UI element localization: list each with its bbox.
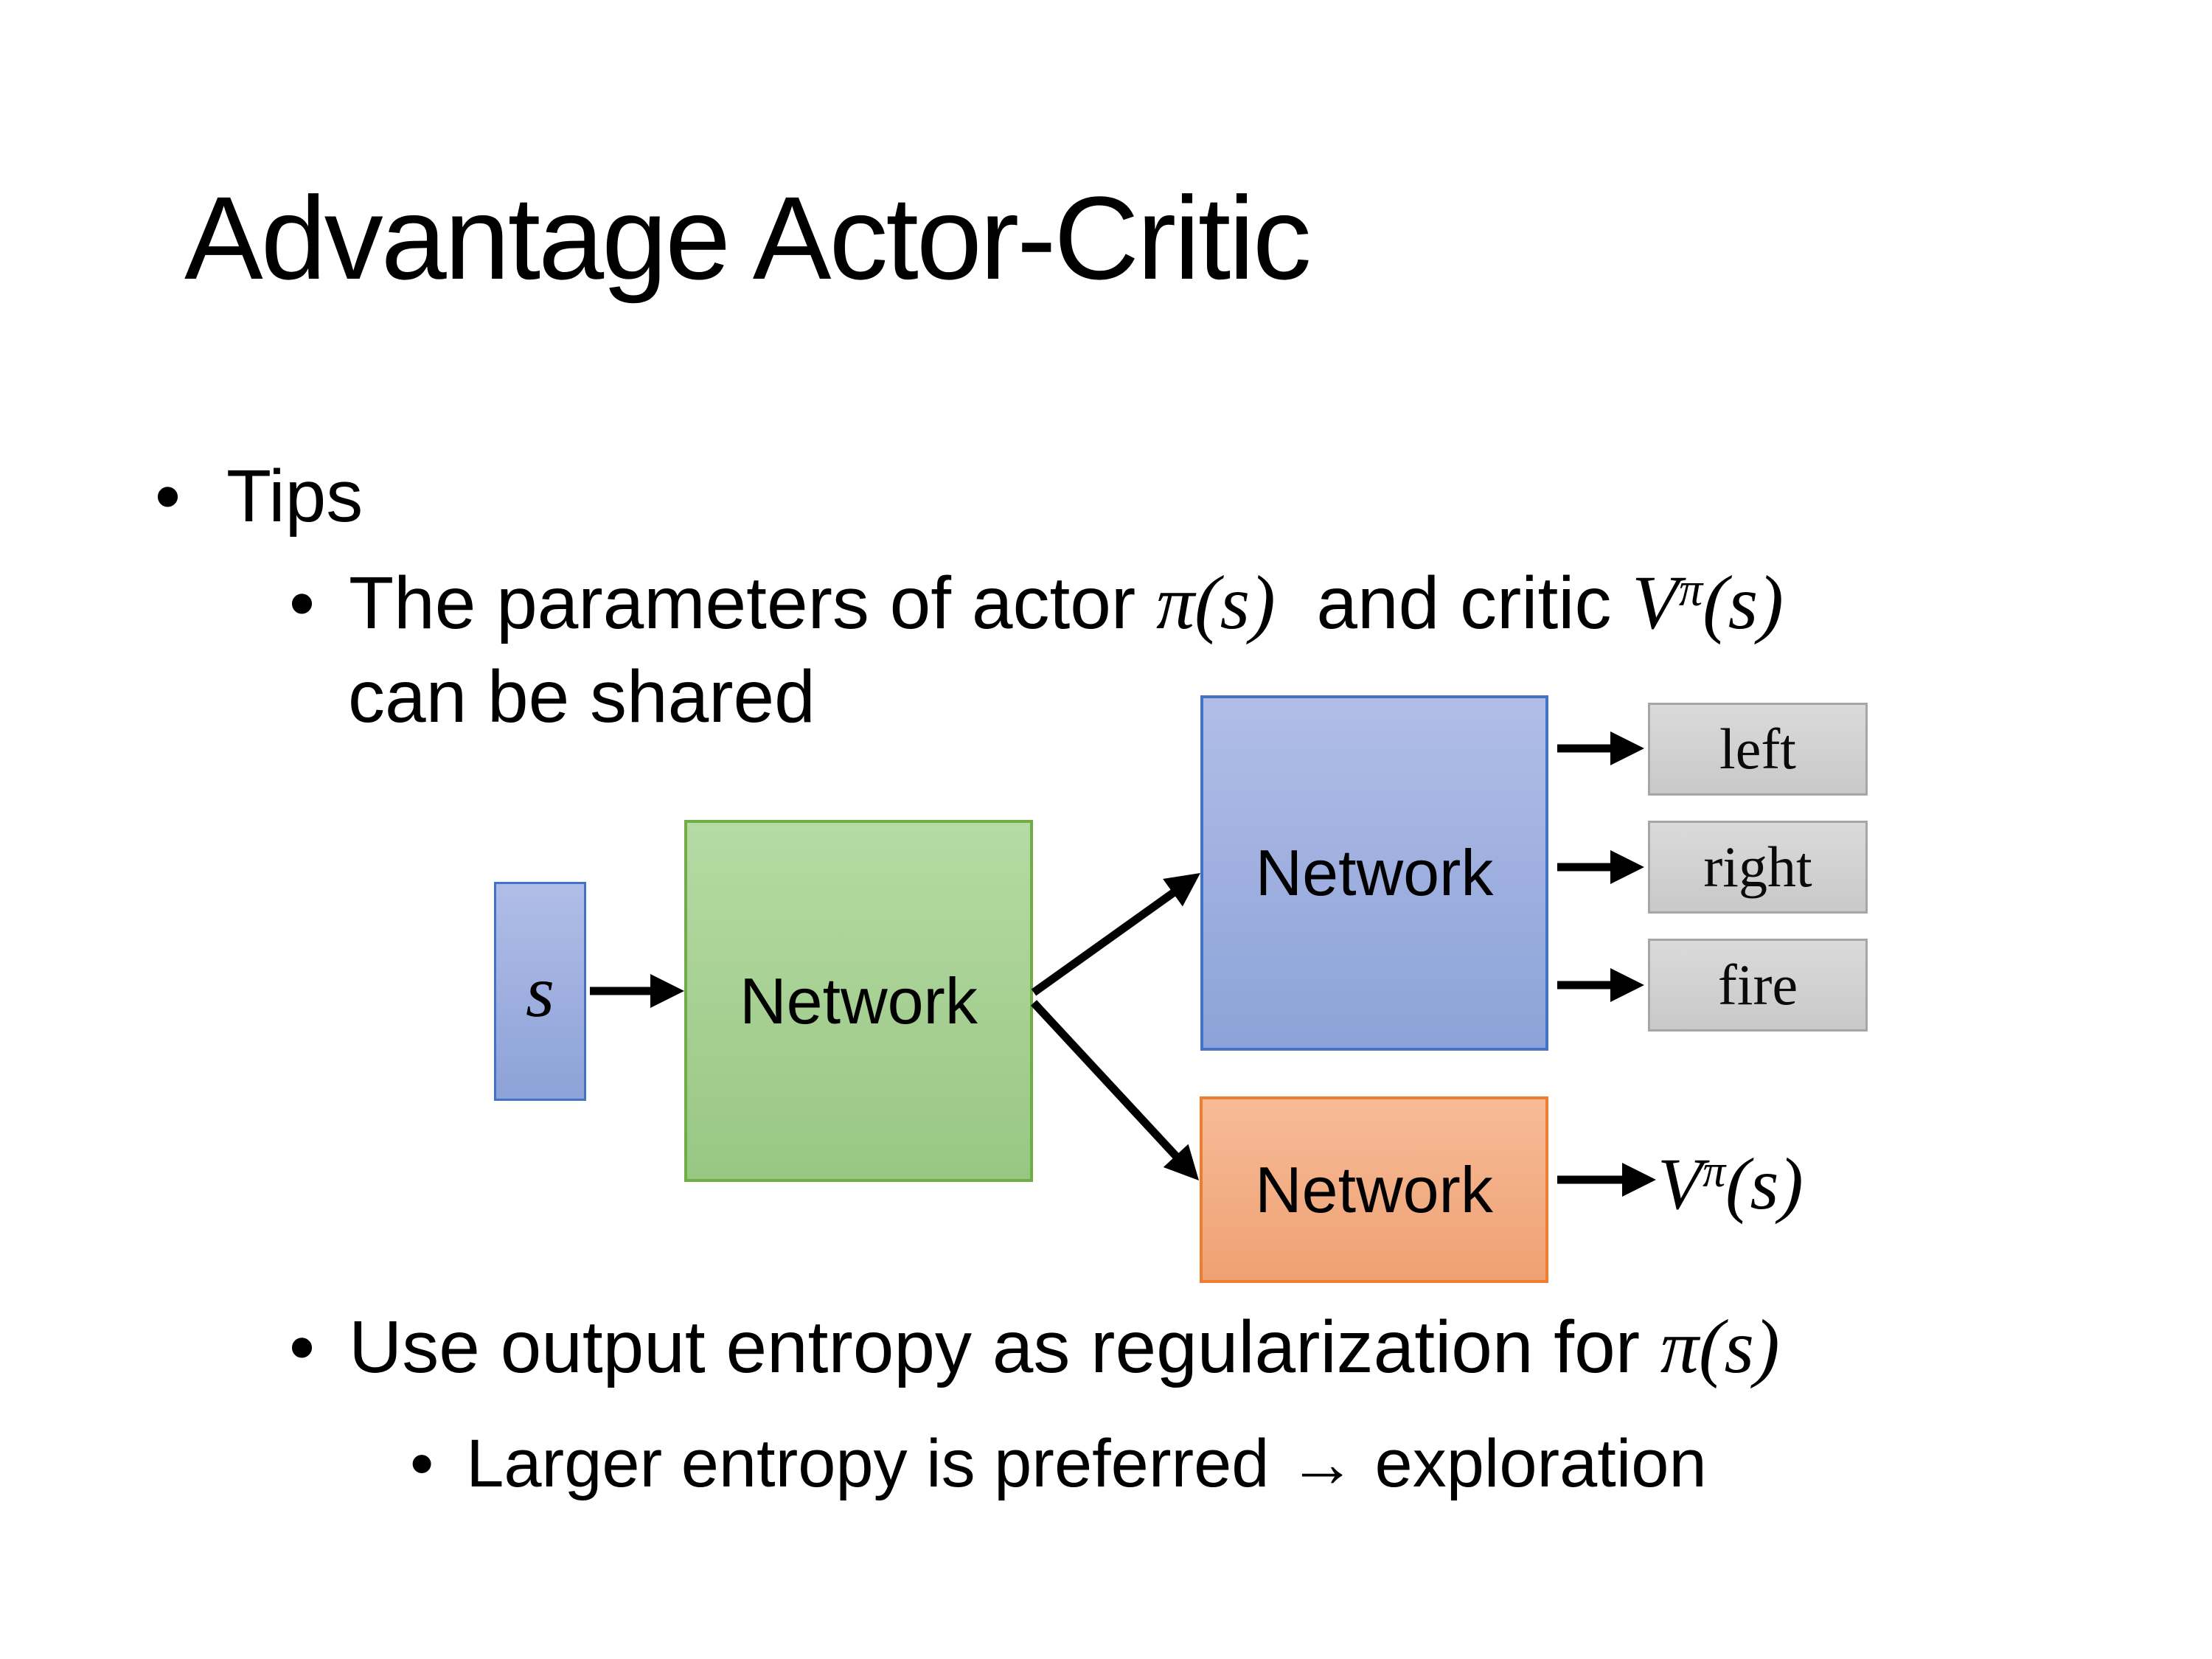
item-parameters-text: The parameters of actor π(s) and critic … (349, 560, 1784, 646)
action-left-label: left (1719, 717, 1796, 781)
tips-label: Tips (226, 455, 364, 538)
bullet-glyph: • (410, 1426, 434, 1501)
item-entropy-pre: Use output entropy as regularization for (349, 1306, 1660, 1388)
v-symbol: V (1658, 1143, 1703, 1225)
arrow-critic-to-output (1557, 1163, 1656, 1197)
policy-math: π(s) (1660, 1304, 1780, 1389)
critic-output-label: Vπ(s) (1658, 1141, 1804, 1226)
shared-network-box: Network (684, 820, 1033, 1182)
arrow-shared-to-critic (1030, 1000, 1199, 1180)
item-larger-entropy-text: Larger entropy is preferred → exploratio… (466, 1426, 1707, 1501)
actor-network-label: Network (1255, 836, 1494, 909)
action-box-right: right (1648, 821, 1868, 914)
arrow-state-to-shared (590, 974, 684, 1008)
pi-superscript: π (1678, 563, 1703, 616)
arrow-actor-to-left (1557, 731, 1644, 765)
arrow-shared-to-actor (1031, 873, 1200, 996)
bullet-glyph: • (289, 1306, 316, 1388)
bullet-glyph: • (155, 455, 181, 538)
action-right-label: right (1703, 835, 1812, 899)
critic-value-math: Vπ(s) (1632, 560, 1784, 645)
bullet-tips: • Tips (155, 455, 363, 538)
state-box: s (494, 882, 586, 1101)
pi-symbol: π (1155, 560, 1195, 645)
bullet-glyph: • (289, 562, 316, 644)
bullet-item-entropy: • Use output entropy as regularization fo… (289, 1304, 1780, 1390)
pi-arg: (s) (1194, 560, 1276, 645)
v-symbol: V (1632, 560, 1679, 645)
v-arg: (s) (1725, 1143, 1804, 1225)
arrow-actor-to-fire (1557, 968, 1644, 1002)
action-fire-label: fire (1717, 953, 1798, 1017)
slide-title: Advantage Actor-Critic (184, 172, 1312, 304)
shared-network-label: Network (740, 964, 978, 1037)
v-arg: (s) (1703, 560, 1784, 645)
bullet-item-larger-entropy: • Larger entropy is preferred → explorati… (410, 1426, 1707, 1502)
line-can-be-shared: can be shared (348, 655, 815, 738)
item-parameters-mid: and critic (1275, 562, 1632, 644)
action-box-fire: fire (1648, 939, 1868, 1032)
pi-superscript: π (1703, 1147, 1726, 1197)
critic-network-label: Network (1255, 1152, 1493, 1226)
critic-network-box: Network (1200, 1096, 1548, 1283)
actor-policy-math: π(s) (1156, 560, 1276, 645)
action-box-left: left (1648, 703, 1868, 796)
actor-network-box: Network (1200, 695, 1548, 1051)
arrow-actor-to-right (1557, 850, 1644, 884)
critic-output-math: Vπ(s) (1658, 1143, 1804, 1225)
pi-symbol: π (1660, 1304, 1699, 1389)
state-label: s (526, 950, 554, 1032)
item-entropy-text: Use output entropy as regularization for… (349, 1304, 1780, 1390)
item-parameters-pre: The parameters of actor (349, 562, 1156, 644)
pi-arg: (s) (1698, 1304, 1780, 1389)
bullet-item-parameters: •The parameters of actor π(s) and critic… (289, 560, 1784, 646)
